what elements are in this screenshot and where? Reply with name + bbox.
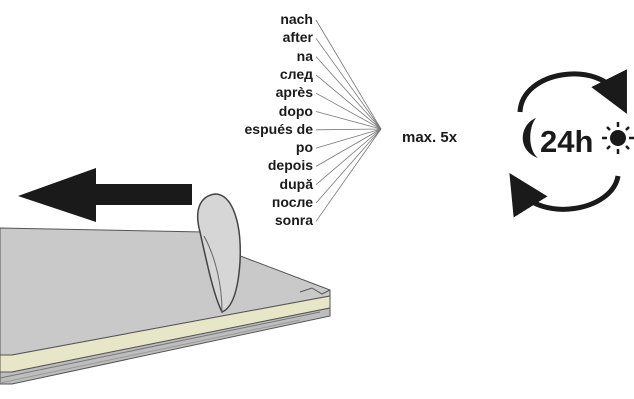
connector-line [315,19,382,130]
translation-label: след [279,65,313,82]
translation-label: depois [267,157,313,174]
translation-label: nach [280,11,313,27]
connector-line [315,56,382,130]
max-label: max. 5x [402,129,458,146]
translation-label: after [282,29,313,46]
translation-label: na [296,47,313,64]
left-arrow-icon [18,168,192,222]
sun-icon [602,122,634,154]
cycle-label: 24h [540,124,593,159]
translation-label: după [279,175,313,192]
translation-label: sonra [274,212,313,229]
connector-line [315,128,382,167]
connector-line [315,92,382,130]
connector-line [315,128,382,149]
translation-label: dopo [278,102,313,119]
connector-line [315,128,382,222]
connector-line [315,128,382,131]
translation-label: после [271,194,313,210]
connector-line [315,74,382,130]
translation-label: po [295,139,313,156]
translation-label: après [275,84,313,101]
crescent-moon-icon [522,118,538,158]
connector-line [315,128,382,204]
connector-line [315,111,382,130]
connector-line [315,128,382,186]
translation-label: espués de [244,120,313,137]
connector-line [315,38,382,130]
label-connector-lines [315,19,382,222]
circular-arrows-icon [509,69,627,218]
peeling-film-curl [196,193,241,313]
